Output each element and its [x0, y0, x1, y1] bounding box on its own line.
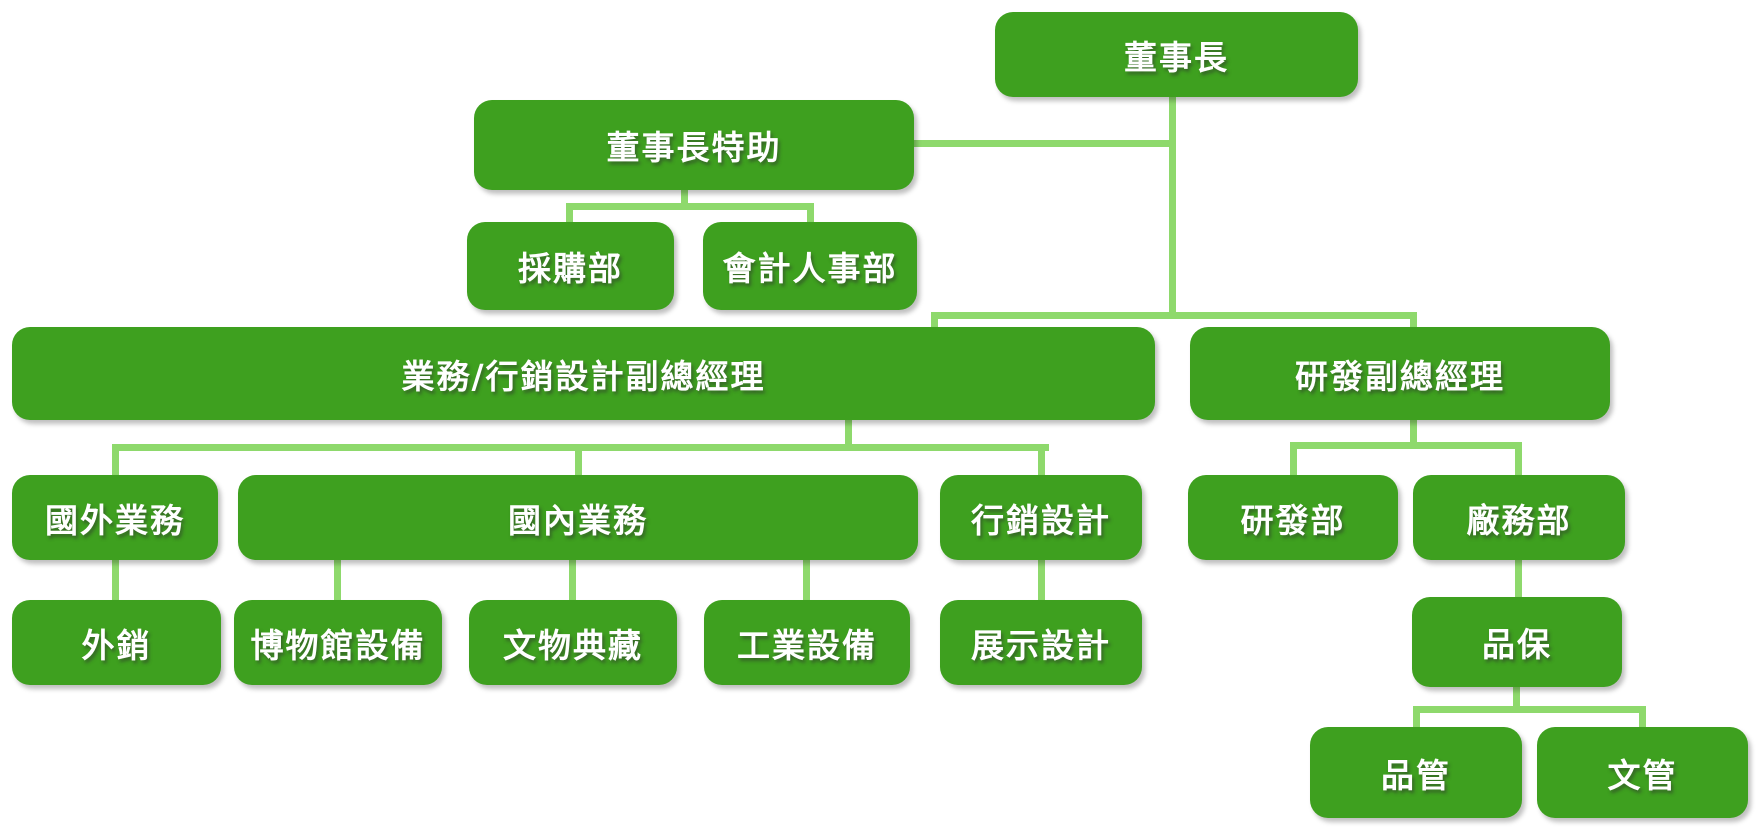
- connector-segment: [807, 203, 814, 222]
- connector-segment: [1513, 687, 1520, 709]
- org-node-rd-dept: 研發部: [1188, 475, 1398, 560]
- org-node-label: 國外業務: [45, 500, 185, 540]
- org-node-doc-control: 文管: [1537, 727, 1748, 818]
- org-node-chairman: 董事長: [995, 12, 1358, 97]
- connector-segment: [1413, 706, 1646, 713]
- connector-segment: [566, 203, 573, 222]
- connector-segment: [112, 444, 119, 475]
- org-node-export: 外銷: [12, 600, 221, 685]
- connector-segment: [1410, 420, 1417, 445]
- org-node-label: 業務/行銷設計副總經理: [401, 356, 766, 396]
- org-node-label: 展示設計: [971, 625, 1111, 665]
- connector-segment: [112, 560, 119, 600]
- org-node-industrial-equipment: 工業設備: [704, 600, 910, 685]
- connector-segment: [1515, 442, 1522, 475]
- org-node-label: 文物典藏: [503, 625, 643, 665]
- connector-segment: [1290, 442, 1522, 449]
- org-node-label: 外銷: [81, 625, 152, 665]
- org-node-marketing-design: 行銷設計: [940, 475, 1142, 560]
- org-node-label: 品管: [1381, 755, 1451, 795]
- connector-segment: [1038, 444, 1045, 475]
- org-node-label: 董事長特助: [606, 128, 782, 167]
- org-node-accounting-hr: 會計人事部: [703, 222, 917, 310]
- org-node-special-assistant: 董事長特助: [474, 100, 914, 190]
- connector-segment: [569, 560, 576, 600]
- org-node-domestic-sales: 國內業務: [238, 475, 918, 560]
- org-node-exhibition-design: 展示設計: [940, 600, 1142, 685]
- org-node-label: 行銷設計: [971, 500, 1111, 540]
- org-node-label: 品保: [1482, 625, 1552, 664]
- connector-segment: [566, 203, 814, 210]
- org-node-label: 工業設備: [737, 625, 877, 665]
- org-node-museum-equipment: 博物館設備: [234, 600, 442, 685]
- org-node-artifact-collection: 文物典藏: [469, 600, 677, 685]
- connector-segment: [334, 560, 341, 600]
- org-node-factory-affairs: 廠務部: [1413, 475, 1625, 560]
- org-node-sales-marketing-vp: 業務/行銷設計副總經理: [12, 327, 1155, 420]
- org-node-label: 採購部: [518, 249, 623, 288]
- org-node-label: 廠務部: [1466, 500, 1572, 540]
- connector-segment: [914, 140, 1176, 147]
- org-node-qa: 品保: [1412, 597, 1622, 687]
- connector-segment: [845, 420, 852, 447]
- org-node-label: 研發副總經理: [1295, 356, 1505, 396]
- connector-segment: [803, 560, 810, 600]
- connector-segment: [931, 312, 1417, 319]
- org-node-label: 國內業務: [508, 500, 648, 540]
- org-node-label: 董事長: [1124, 37, 1229, 77]
- org-node-rd-vp: 研發副總經理: [1190, 327, 1610, 420]
- connector-segment: [681, 190, 688, 206]
- connector-segment: [575, 444, 582, 475]
- connector-segment: [931, 312, 938, 327]
- connector-segment: [1169, 97, 1176, 319]
- connector-segment: [1639, 706, 1646, 727]
- org-node-label: 研發部: [1240, 500, 1346, 540]
- connector-segment: [1038, 560, 1045, 600]
- org-node-foreign-sales: 國外業務: [12, 475, 218, 560]
- org-node-purchasing: 採購部: [467, 222, 674, 310]
- org-node-label: 博物館設備: [250, 625, 426, 665]
- connector-segment: [1410, 312, 1417, 327]
- connector-segment: [1515, 560, 1522, 597]
- connector-segment: [1413, 706, 1420, 727]
- org-node-qc: 品管: [1310, 727, 1522, 818]
- org-node-label: 文管: [1607, 755, 1678, 795]
- connector-segment: [1290, 442, 1297, 475]
- org-node-label: 會計人事部: [722, 249, 898, 288]
